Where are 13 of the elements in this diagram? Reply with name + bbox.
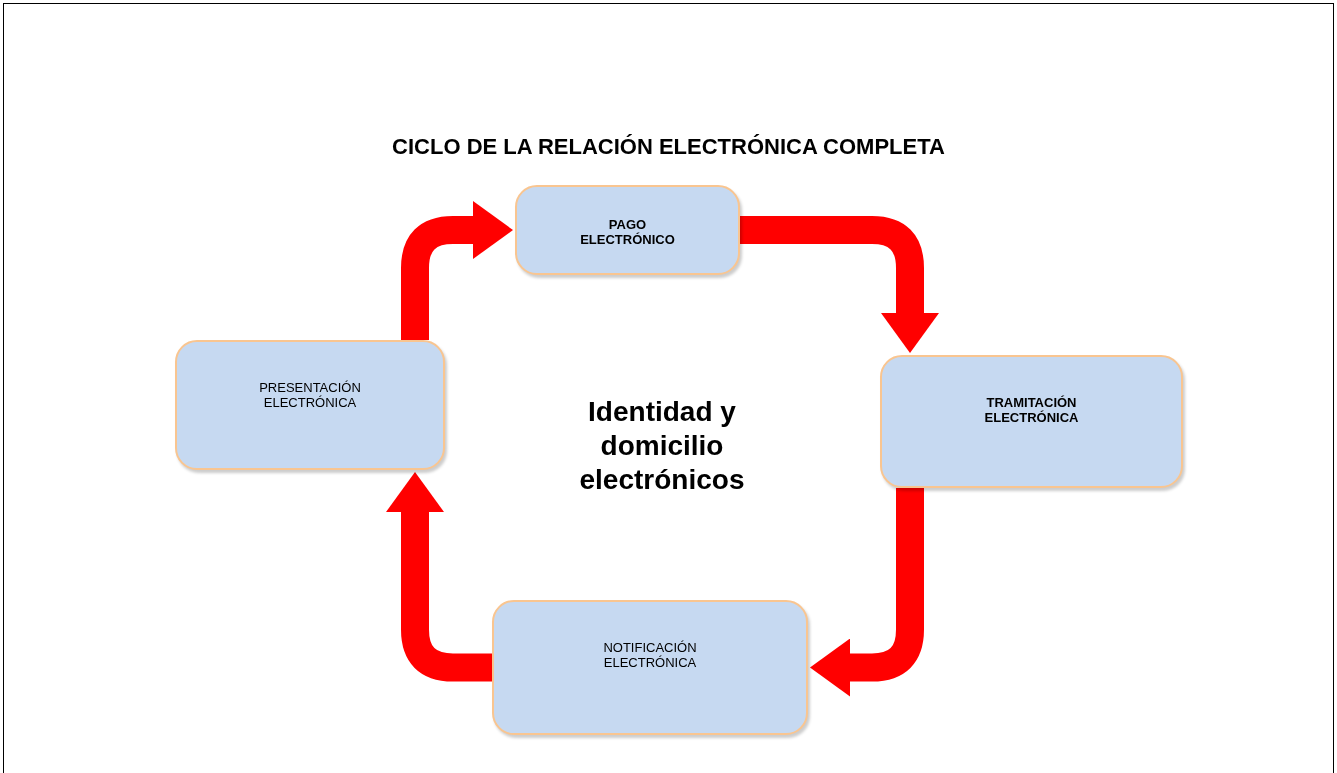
- box-label: PRESENTACIÓN ELECTRÓNICA: [258, 380, 362, 410]
- rounded-box: [492, 600, 808, 735]
- curved-block-arrow: [810, 488, 924, 697]
- rounded-box: [175, 340, 445, 470]
- rounded-box: [880, 355, 1183, 488]
- curved-block-arrow: [740, 216, 939, 353]
- box-label: NOTIFICACIÓN ELECTRÓNICA: [602, 640, 698, 670]
- diagram-title: CICLO DE LA RELACIÓN ELECTRÓNICA COMPLETA: [391, 133, 946, 161]
- curved-block-arrow: [386, 472, 492, 682]
- rounded-box: [515, 185, 740, 275]
- center-label: Identidad y domicilio electrónicos: [578, 395, 746, 497]
- box-label: PAGO ELECTRÓNICO: [579, 217, 676, 247]
- box-label: TRAMITACIÓN ELECTRÓNICA: [983, 395, 1080, 425]
